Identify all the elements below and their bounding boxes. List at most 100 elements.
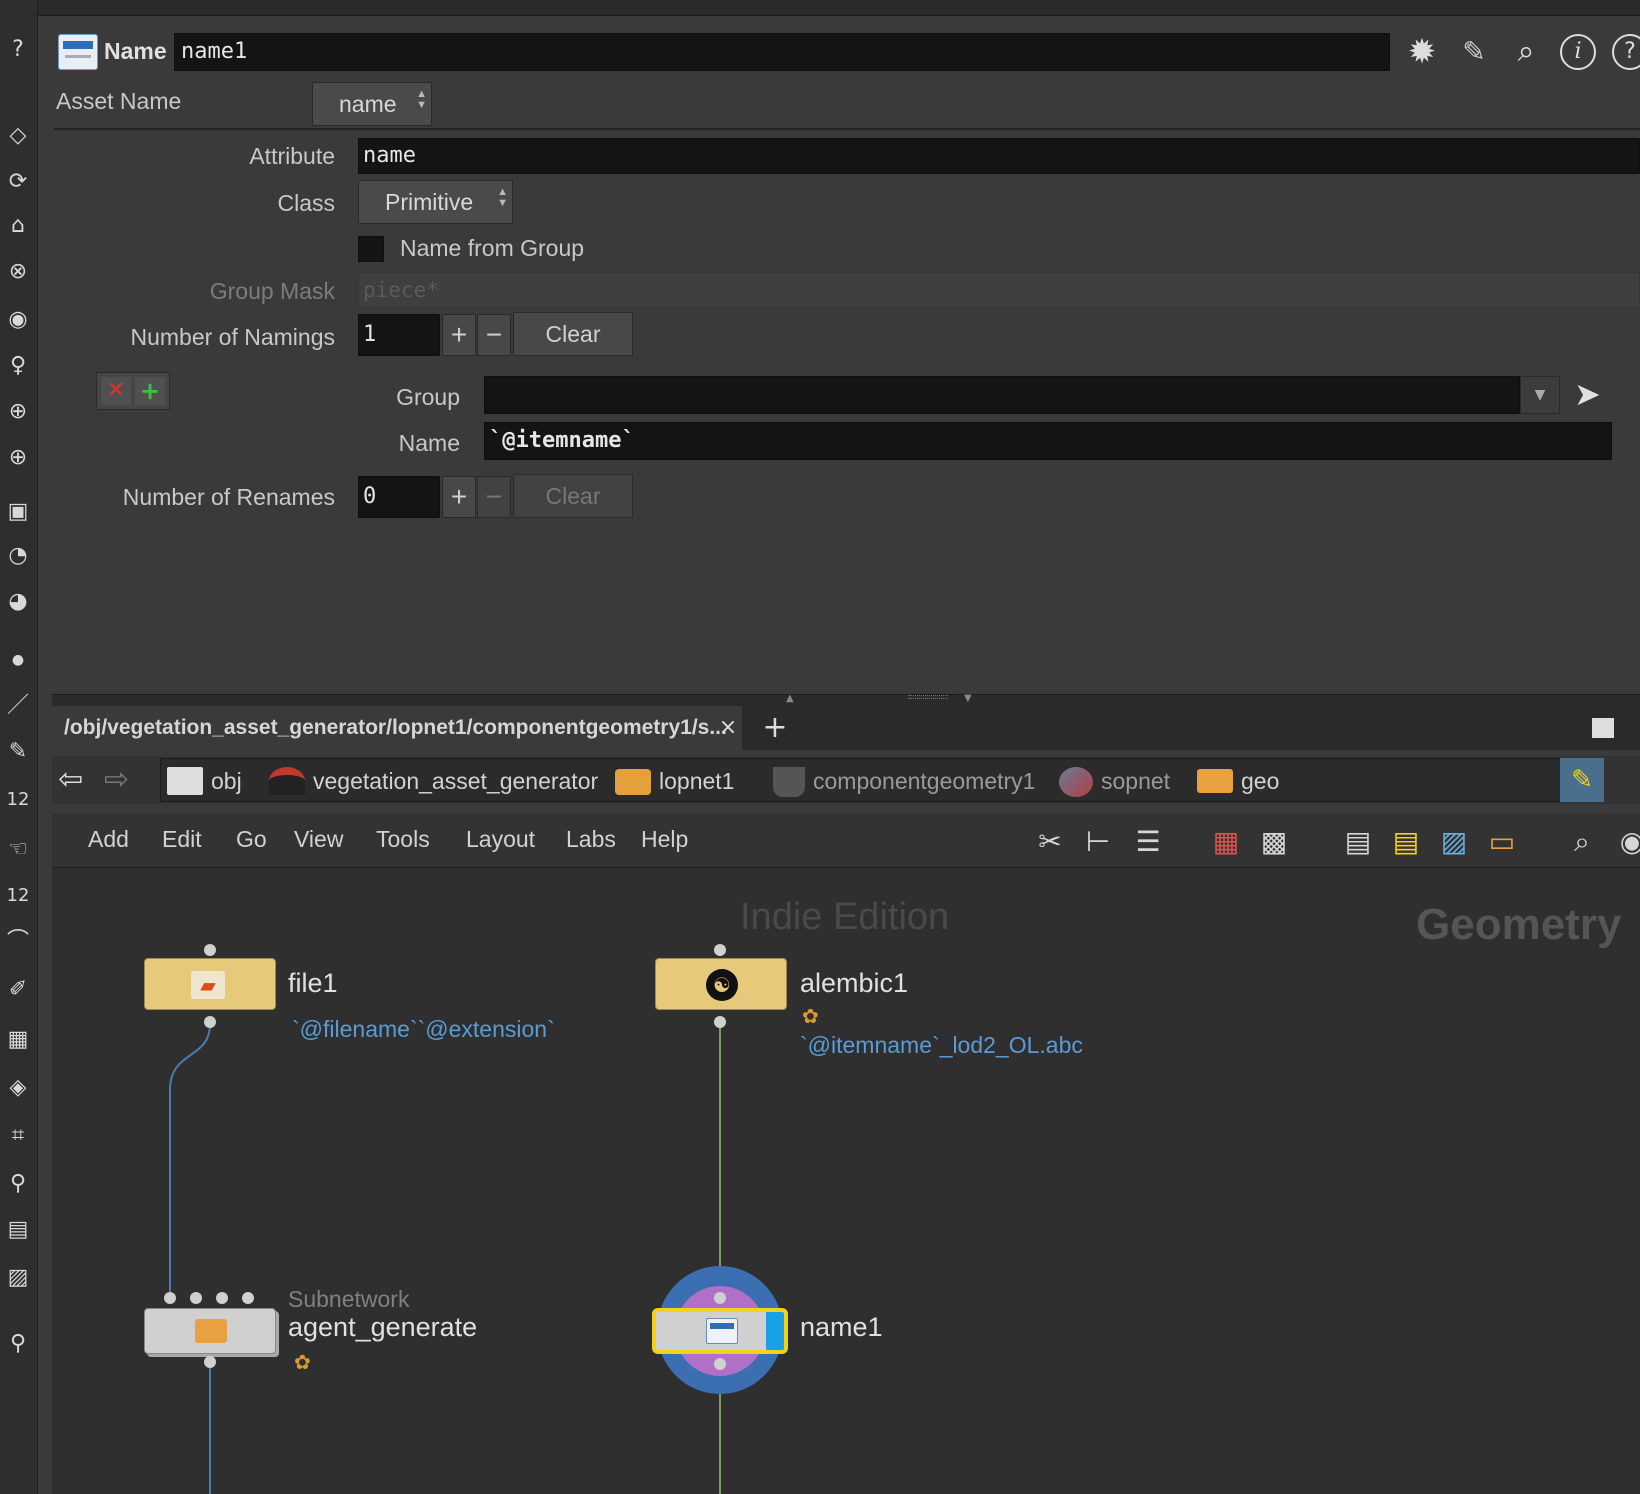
menu-view[interactable]: View — [294, 826, 344, 852]
eye-view-icon[interactable]: ◉ — [1619, 825, 1640, 858]
lock-icon[interactable]: ⌂ — [11, 213, 25, 238]
joint-icon[interactable]: ⚲ — [9, 1171, 27, 1196]
name-from-group-checkbox[interactable] — [358, 236, 384, 262]
alembic1-output-connector[interactable] — [714, 1016, 726, 1028]
light-icon[interactable]: ♀ — [9, 353, 27, 378]
eye-cross-icon[interactable]: ◕ — [8, 589, 28, 614]
splitter-up-icon[interactable]: ▲ — [786, 693, 794, 704]
group-field[interactable] — [484, 376, 1520, 414]
alembic1-name[interactable]: alembic1 — [800, 968, 909, 998]
name-field[interactable]: `@itemname` — [484, 422, 1612, 460]
brush-icon[interactable]: ／ — [6, 693, 29, 718]
number-twelve-icon[interactable]: 12 — [6, 789, 30, 810]
asset-name-menu[interactable]: name ▲▼ — [312, 82, 432, 126]
close-circle-icon[interactable]: ⊗ — [8, 259, 28, 284]
breadcrumb-geo[interactable]: geo — [1241, 768, 1280, 794]
name1-node[interactable] — [652, 1308, 788, 1354]
draw-icon[interactable]: ✐ — [8, 977, 28, 1002]
layers-icon[interactable]: ◇ — [9, 123, 27, 148]
help-circle-icon[interactable]: ? — [1612, 34, 1640, 70]
tab-close-icon[interactable]: × — [718, 715, 738, 740]
diamond-icon[interactable]: ◈ — [9, 1075, 27, 1100]
network-canvas[interactable] — [52, 868, 1640, 1494]
node-name-field[interactable]: name1 — [174, 33, 1390, 71]
num-renames-field[interactable]: 0 — [358, 476, 440, 518]
add-naming-button[interactable]: + — [442, 314, 476, 356]
network-search-icon[interactable]: ⌕ — [1574, 825, 1590, 858]
maximize-pane-icon[interactable] — [1592, 718, 1614, 738]
wrench-icon[interactable]: ✂ — [1038, 825, 1062, 858]
shape-palette-icon[interactable]: ▩ — [1260, 825, 1288, 858]
add-light-icon[interactable]: ⊕ — [8, 399, 28, 424]
image-add-icon[interactable]: ▨ — [1440, 825, 1468, 858]
menu-help[interactable]: Help — [641, 826, 689, 852]
back-arrow-icon[interactable]: ⇦ — [58, 762, 84, 797]
help-icon[interactable]: ? — [12, 37, 24, 62]
eye-icon[interactable]: ◔ — [8, 543, 28, 568]
name1-name[interactable]: name1 — [800, 1312, 883, 1342]
pin-icon[interactable]: ⚲ — [9, 1331, 27, 1356]
group-dropdown-icon[interactable]: ▼ — [1520, 376, 1560, 414]
brush-tool-icon[interactable]: ✎ — [1462, 35, 1486, 68]
add-rename-button[interactable]: + — [442, 476, 476, 518]
camera-light-icon[interactable]: ⊕ — [8, 445, 28, 470]
menu-labs[interactable]: Labs — [566, 826, 616, 852]
clear-namings-button[interactable]: Clear — [513, 312, 633, 356]
menu-edit[interactable]: Edit — [162, 826, 202, 852]
breadcrumb-componentgeometry1[interactable]: componentgeometry1 — [813, 768, 1036, 794]
remove-instance-icon[interactable]: ✕ — [101, 377, 131, 405]
pane-splitter[interactable]: ▲ ▼ — [52, 693, 1640, 706]
breadcrumb-vegetation-asset-generator[interactable]: vegetation_asset_generator — [313, 768, 599, 794]
file1-output-connector[interactable] — [204, 1016, 216, 1028]
forward-arrow-icon[interactable]: ⇨ — [104, 762, 130, 797]
gear-icon[interactable]: ✹ — [1407, 32, 1437, 72]
subnet-icon[interactable]: ▭ — [1488, 825, 1516, 858]
agent-generate-node[interactable] — [144, 1308, 276, 1354]
arrow-selector-icon[interactable]: ➤ — [1574, 375, 1601, 413]
color-palette-icon[interactable]: ▦ — [1212, 825, 1240, 858]
agent-generate-name[interactable]: agent_generate — [288, 1312, 478, 1342]
agent-output-connector[interactable] — [204, 1356, 216, 1368]
file1-node[interactable]: ▰ — [144, 958, 276, 1010]
hand-icon[interactable]: ☜ — [8, 837, 28, 862]
search-icon[interactable]: ⌕ — [1517, 34, 1535, 69]
pin-pane-icon[interactable]: ✎ — [1560, 758, 1604, 802]
agent-input-connector-1[interactable] — [164, 1292, 176, 1304]
tree-icon[interactable]: ⊢ — [1085, 825, 1111, 858]
number-twelve-hand-icon[interactable]: 12 — [6, 885, 30, 906]
file1-input-connector[interactable] — [204, 944, 216, 956]
display-flag[interactable] — [766, 1312, 784, 1350]
point-icon[interactable]: ● — [11, 652, 25, 668]
agent-input-connector-2[interactable] — [190, 1292, 202, 1304]
menu-go[interactable]: Go — [236, 826, 267, 852]
menu-tools[interactable]: Tools — [376, 826, 430, 852]
sticky-note-icon[interactable]: ▤ — [1392, 825, 1420, 858]
menu-add[interactable]: Add — [88, 826, 129, 852]
list-icon[interactable]: ☰ — [1135, 825, 1161, 858]
network-tab[interactable]: /obj/vegetation_asset_generator/lopnet1/… — [52, 706, 742, 750]
name1-input-connector[interactable] — [714, 1292, 726, 1304]
pen-icon[interactable]: ✎ — [8, 739, 28, 764]
breadcrumb-obj[interactable]: obj — [211, 768, 242, 794]
breadcrumb-lopnet1[interactable]: lopnet1 — [659, 768, 735, 794]
panel-icon[interactable]: ▤ — [7, 1217, 29, 1242]
breadcrumb-sopnet[interactable]: sopnet — [1101, 768, 1171, 794]
splitter-down-icon[interactable]: ▼ — [964, 693, 972, 704]
network-box-icon[interactable]: ▤ — [1344, 825, 1372, 858]
select-icon[interactable]: ⟳ — [8, 169, 28, 194]
num-namings-field[interactable]: 1 — [358, 314, 440, 356]
cube-icon[interactable]: ▣ — [7, 499, 29, 524]
uv-icon[interactable]: ⌗ — [11, 1123, 25, 1148]
agent-input-connector-3[interactable] — [216, 1292, 228, 1304]
attribute-field[interactable]: name — [358, 138, 1640, 174]
checker-icon[interactable]: ▦ — [7, 1027, 29, 1052]
curve-icon[interactable]: ⌒ — [6, 929, 29, 954]
info-icon[interactable]: i — [1560, 34, 1596, 70]
menu-layout[interactable]: Layout — [466, 826, 536, 852]
name1-output-connector[interactable] — [714, 1358, 726, 1370]
tab-add-icon[interactable]: + — [762, 710, 788, 745]
file1-name[interactable]: file1 — [288, 968, 338, 998]
alembic1-input-connector[interactable] — [714, 944, 726, 956]
class-menu[interactable]: Primitive ▲▼ — [358, 180, 513, 224]
agent-input-connector-4[interactable] — [242, 1292, 254, 1304]
